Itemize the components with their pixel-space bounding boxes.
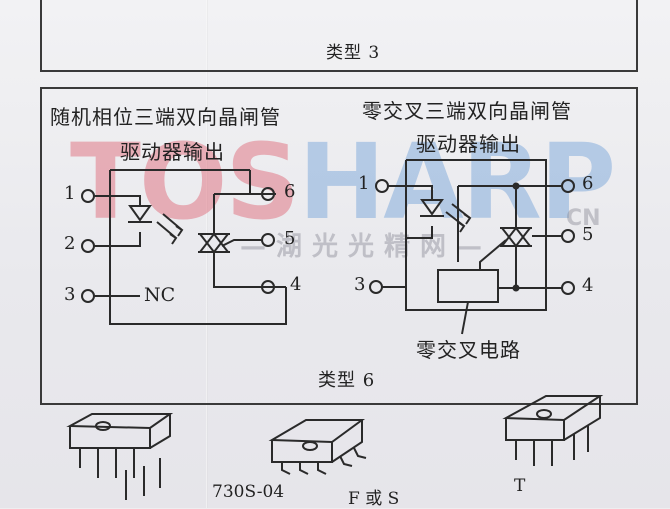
type3-box (40, 0, 638, 72)
right-junction-top (512, 182, 520, 190)
type3-caption: 类型 3 (326, 43, 381, 63)
right-pin5-label: 5 (582, 224, 594, 245)
nc-label: NC (144, 284, 176, 306)
left-title-line1: 随机相位三端双向晶闸管 (50, 105, 281, 129)
right-title-line1: 零交叉三端双向晶闸管 (362, 99, 572, 123)
package-dip-right (502, 395, 604, 466)
right-pin4-label: 4 (582, 275, 594, 296)
left-title-line2: 驱动器输出 (120, 140, 225, 164)
left-pin1-label: 1 (64, 183, 76, 204)
package-smd-middle (268, 419, 367, 475)
right-pin1-label: 1 (358, 173, 370, 194)
left-pin5-terminal (261, 233, 275, 247)
watermark-suffix: CN (566, 206, 601, 231)
right-pin3-terminal (369, 280, 383, 294)
right-pin1-terminal (375, 179, 389, 193)
left-pin2-terminal (81, 239, 95, 253)
right-circuit (369, 159, 575, 335)
paper-fold (206, 0, 208, 508)
left-pin3-label: 3 (64, 284, 76, 305)
right-pin6-label: 6 (582, 173, 594, 194)
right-pin6-terminal (561, 179, 575, 193)
left-pin4-label: 4 (290, 274, 302, 295)
zero-cross-label: 零交叉电路 (416, 338, 521, 362)
right-led-symbol (420, 199, 444, 216)
right-pin5-terminal (561, 229, 575, 243)
watermark-brand-a: TOS (70, 121, 300, 243)
right-title-line2: 驱动器输出 (416, 132, 521, 156)
package-dip-left (66, 413, 174, 500)
zero-cross-box (437, 269, 499, 303)
right-pin3-label: 3 (354, 274, 366, 295)
watermark-sub: —湖光光精网— (240, 232, 493, 262)
left-pin3-terminal (81, 289, 95, 303)
type6-box (40, 87, 638, 405)
package-label-t: T (514, 476, 526, 496)
left-pin4-terminal (261, 280, 275, 294)
right-junction-bottom (512, 284, 520, 292)
right-triac-symbol (499, 227, 533, 248)
package-label-730s: 730S-04 (212, 482, 285, 502)
package-label-f-or-s: F 或 S (348, 489, 400, 509)
left-pin1-terminal (81, 189, 95, 203)
left-led-symbol (128, 205, 152, 222)
type6-caption: 类型 6 (318, 370, 376, 391)
left-triac-symbol (197, 233, 231, 254)
left-pin6-terminal (261, 187, 275, 201)
left-circuit (81, 169, 287, 325)
left-pin2-label: 2 (64, 233, 76, 254)
right-pin4-terminal (561, 281, 575, 295)
left-pin6-label: 6 (284, 181, 296, 202)
left-pin5-label: 5 (284, 228, 296, 249)
